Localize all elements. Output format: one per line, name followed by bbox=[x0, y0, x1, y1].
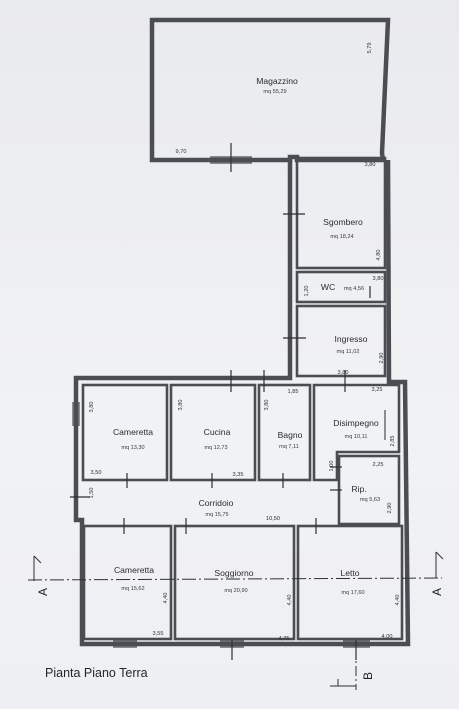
dim-label: 3,80 bbox=[264, 400, 270, 411]
dim-label: 3,80 bbox=[365, 162, 376, 168]
plan-title: Pianta Piano Terra bbox=[45, 666, 148, 680]
room-area: mq 10,11 bbox=[345, 434, 368, 440]
dim-label: 3,80 bbox=[373, 276, 384, 282]
room-name: Corridoio bbox=[199, 498, 234, 508]
room-area: mq 11,02 bbox=[337, 349, 360, 355]
dim-label: 1,85 bbox=[288, 389, 299, 395]
room-name: Cameretta bbox=[113, 427, 153, 437]
section-line-b: B bbox=[330, 648, 375, 690]
dim-label: 1,50 bbox=[89, 488, 95, 499]
dimension-labels: 5,79 9,70 3,80 4,80 3,80 1,20 2,90 3,80 … bbox=[89, 43, 401, 642]
room-disimpegno: Disimpegno mq 10,11 bbox=[333, 418, 379, 440]
room-area: mq 15,75 bbox=[205, 512, 228, 518]
dim-label: 1,00 bbox=[329, 461, 335, 472]
outer-wall-house bbox=[73, 159, 411, 647]
room-cucina: Cucina mq 12,73 bbox=[204, 427, 231, 451]
dim-label: 3,25 bbox=[372, 387, 383, 393]
dim-label: 4,75 bbox=[279, 636, 290, 642]
room-name: WC bbox=[321, 282, 335, 292]
dim-label: 5,79 bbox=[367, 43, 373, 54]
dim-label: 1,20 bbox=[304, 286, 310, 297]
room-name: Disimpegno bbox=[333, 418, 379, 428]
room-area: mq 5,63 bbox=[360, 497, 380, 503]
dim-label: 2,25 bbox=[373, 462, 384, 468]
dim-label: 4,40 bbox=[163, 593, 169, 604]
room-name: Ingresso bbox=[335, 334, 368, 344]
room-corridoio: Corridoio mq 15,75 bbox=[199, 498, 234, 518]
room-letto: Letto mq 17,60 bbox=[340, 568, 364, 596]
room-area: mq 20,90 bbox=[224, 588, 247, 594]
dim-label: 9,70 bbox=[176, 149, 187, 155]
dim-label: 2,90 bbox=[379, 353, 385, 364]
dim-label: 3,80 bbox=[178, 400, 184, 411]
dim-label: 2,90 bbox=[387, 503, 393, 514]
section-b-label: B bbox=[361, 672, 375, 680]
dim-label: 10,50 bbox=[266, 516, 280, 522]
dim-label: 2,85 bbox=[390, 436, 396, 447]
dim-label: 3,55 bbox=[153, 631, 164, 637]
room-area: mq 13,30 bbox=[121, 445, 144, 451]
section-a-right-label: A bbox=[430, 588, 444, 596]
room-cameretta-1: Cameretta mq 13,30 bbox=[113, 427, 153, 451]
dim-label: 4,40 bbox=[287, 595, 293, 606]
room-cameretta-2: Cameretta mq 15,62 bbox=[114, 565, 154, 592]
room-area: mq 12,73 bbox=[204, 445, 227, 451]
room-area: mq 15,62 bbox=[121, 586, 144, 592]
room-sgombero: Sgombero mq 18,24 bbox=[323, 217, 363, 240]
room-name: Cameretta bbox=[114, 565, 154, 575]
room-area: mq 7,11 bbox=[279, 444, 299, 450]
room-rip: Rip. mq 5,63 bbox=[351, 484, 380, 503]
room-name: Soggiorno bbox=[214, 568, 253, 578]
section-a-left-label: A bbox=[36, 588, 50, 596]
room-wc: WC mq 4,56 bbox=[321, 282, 364, 292]
dim-label: 3,80 bbox=[89, 402, 95, 413]
dim-label: 3,50 bbox=[91, 470, 102, 476]
dim-label: 3,35 bbox=[233, 472, 244, 478]
dim-label: 3,80 bbox=[338, 370, 349, 376]
room-name: Bagno bbox=[278, 430, 303, 440]
room-soggiorno: Soggiorno mq 20,90 bbox=[214, 568, 253, 594]
room-area: mq 55,29 bbox=[263, 89, 286, 95]
dim-label: 4,40 bbox=[395, 595, 401, 606]
room-bagno: Bagno mq 7,11 bbox=[278, 430, 303, 450]
room-area: mq 4,56 bbox=[344, 286, 364, 292]
dim-label: 4,00 bbox=[382, 634, 393, 640]
room-name: Letto bbox=[340, 568, 359, 578]
room-name: Sgombero bbox=[323, 217, 363, 227]
room-magazzino: Magazzino mq 55,29 bbox=[256, 76, 298, 95]
door-marks bbox=[70, 143, 371, 660]
room-name: Rip. bbox=[351, 484, 366, 494]
room-ingresso: Ingresso mq 11,02 bbox=[335, 334, 368, 355]
room-area: mq 17,60 bbox=[341, 590, 364, 596]
section-line-a: A A bbox=[27, 551, 444, 596]
room-area: mq 18,24 bbox=[330, 234, 353, 240]
room-name: Magazzino bbox=[256, 76, 298, 86]
dim-label: 4,80 bbox=[376, 250, 382, 261]
room-name: Cucina bbox=[204, 427, 231, 437]
